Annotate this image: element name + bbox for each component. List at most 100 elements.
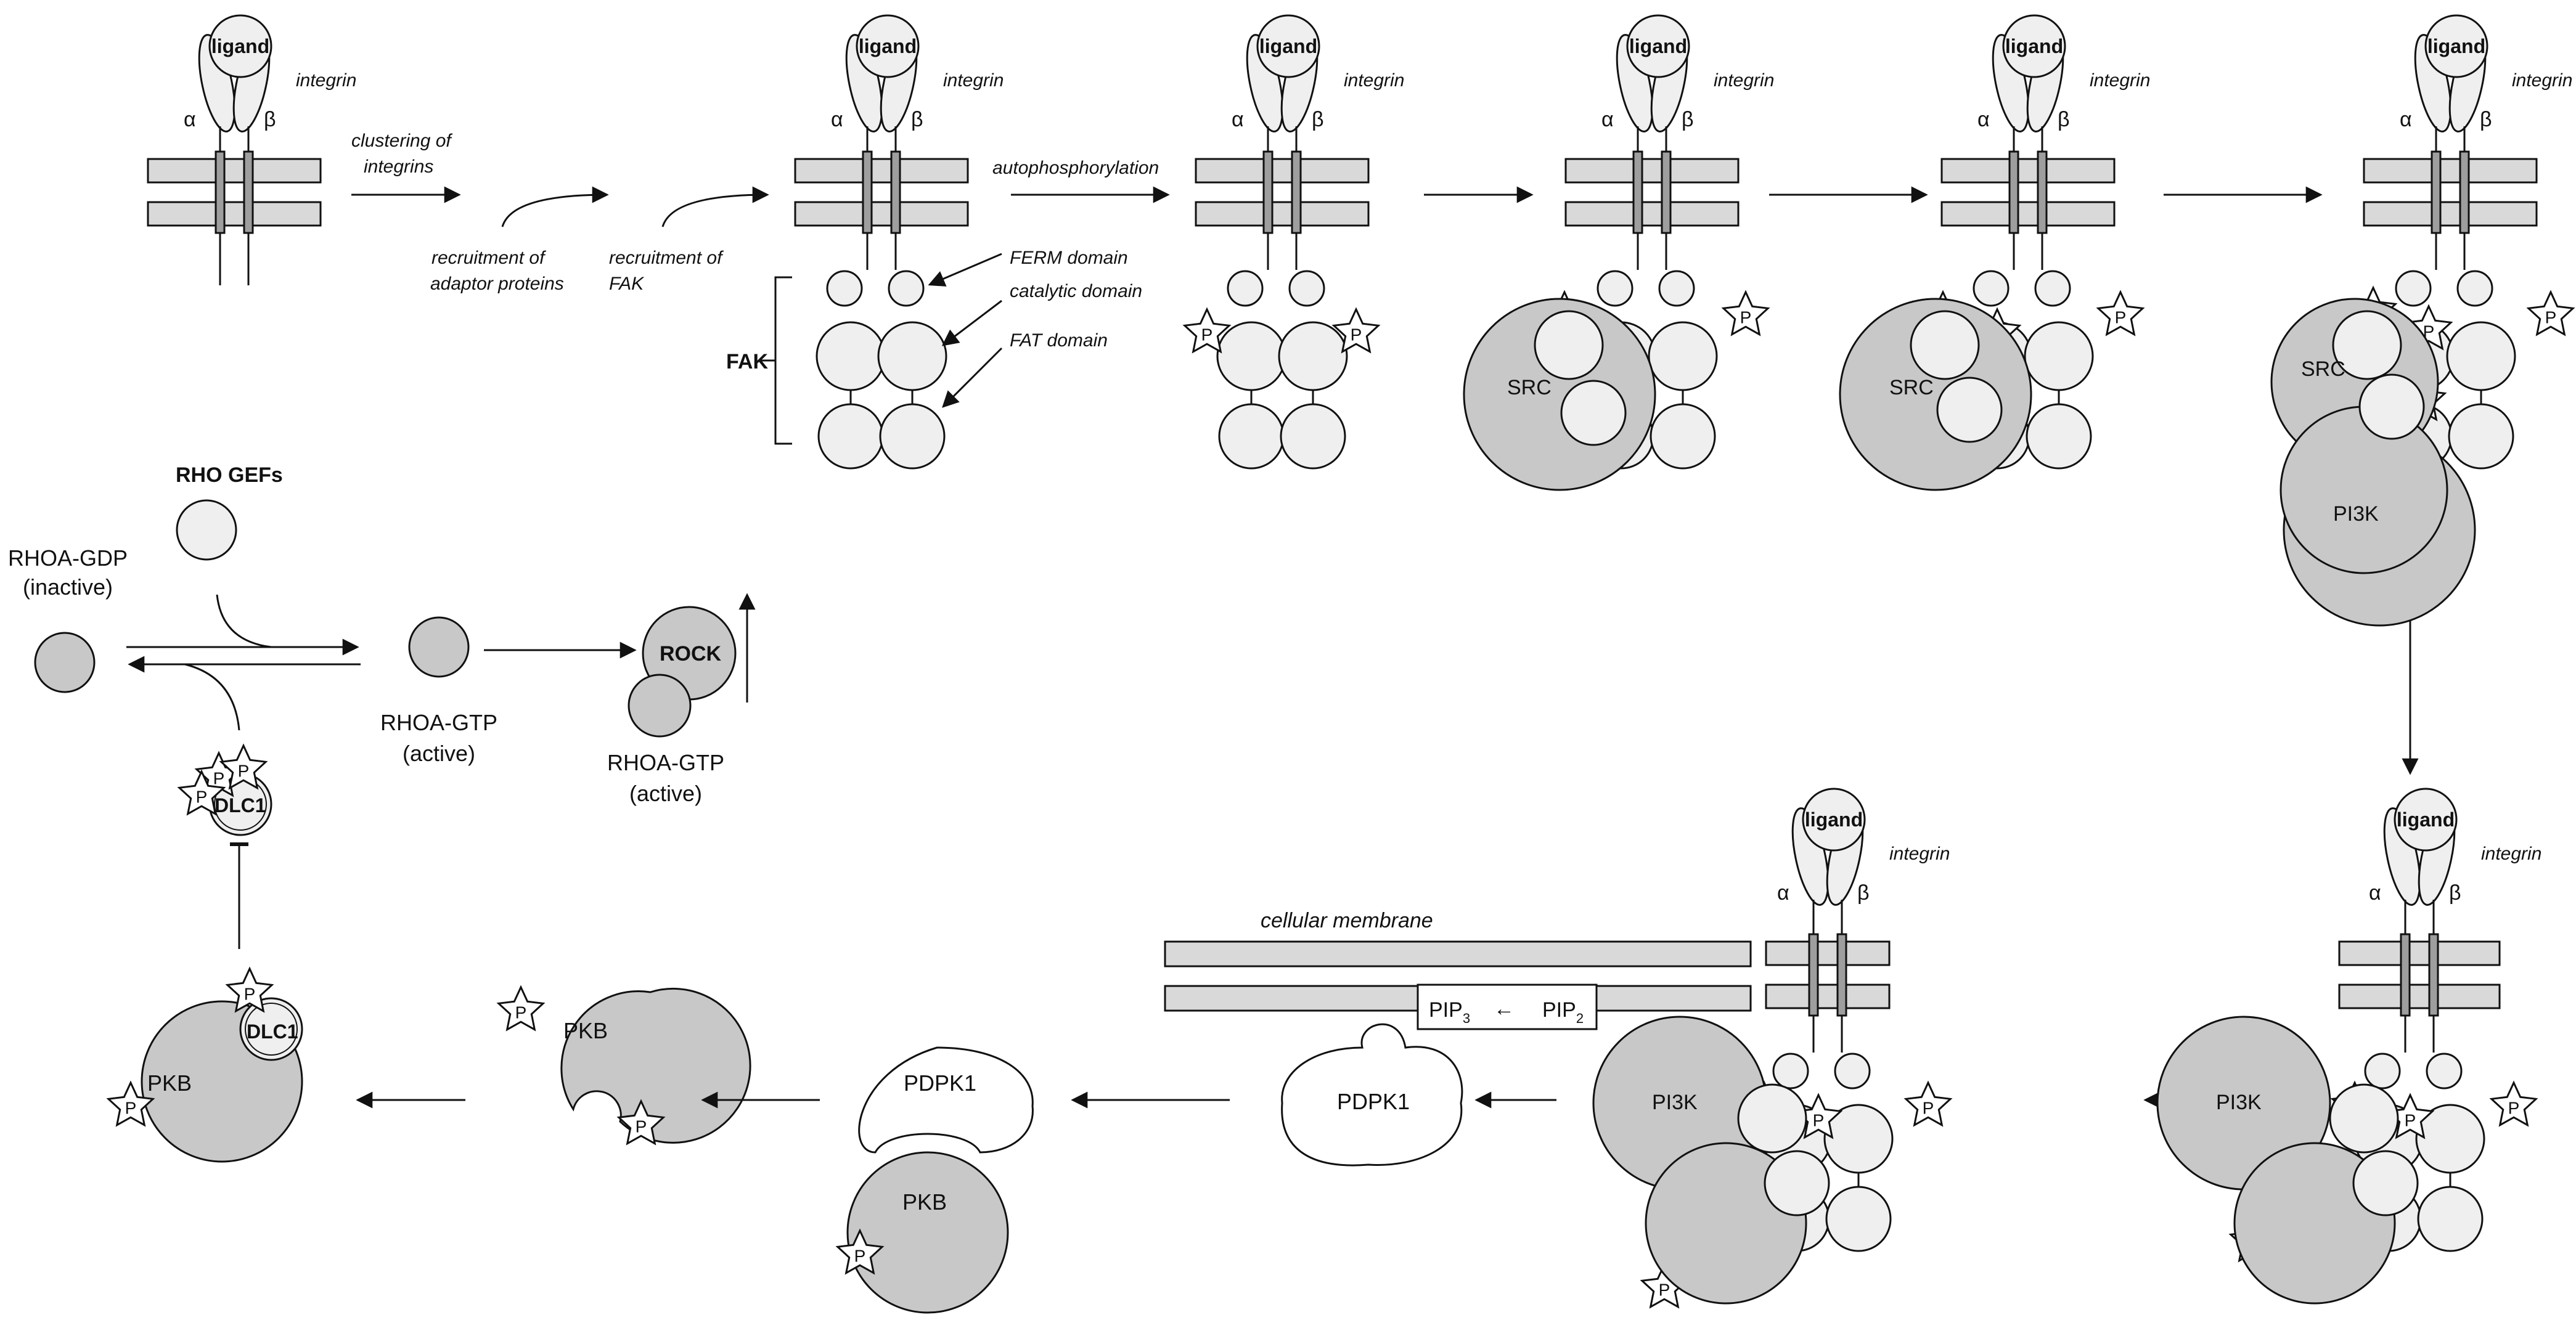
step-arrows <box>351 186 2419 775</box>
rhoa-gtp-label: RHOA-GTP <box>380 710 497 735</box>
phosphate-label: P <box>196 788 208 807</box>
integrin-label: integrin <box>296 70 356 91</box>
beta-label: β <box>264 108 276 131</box>
rhoa-gdp-state: (inactive) <box>23 574 113 600</box>
alpha-label: α <box>1777 881 1789 905</box>
phosphate-star: P <box>496 985 546 1032</box>
phosphate-label: P <box>515 1003 527 1022</box>
rhoa-gtp-state: (active) <box>403 741 475 766</box>
pkb-free-label: PKB <box>563 1018 608 1043</box>
receptor-clustering: ligand integrin α β <box>147 14 356 285</box>
step-clustering-line1: clustering of <box>351 131 452 151</box>
phosphate-star: P <box>2096 290 2145 336</box>
ligand-label: ligand <box>1259 35 1317 57</box>
rho-exchange-arrows <box>126 593 756 731</box>
pi3k-label: PI3K <box>1652 1091 1698 1114</box>
beta-label: β <box>2480 108 2492 131</box>
rock-rhoa-gtp-label: RHOA-GTP <box>607 750 724 775</box>
phosphate-star: P <box>616 1099 666 1146</box>
rock-complex <box>628 606 737 738</box>
phosphate-star: P <box>2526 290 2575 336</box>
integrin-label: integrin <box>2512 70 2572 91</box>
alpha-label: α <box>2400 108 2412 131</box>
ligand-label: ligand <box>2005 35 2063 57</box>
step-autophosphorylation: autophosphorylation <box>992 158 1159 178</box>
integrin-label: integrin <box>2481 844 2541 864</box>
alpha-label: α <box>184 108 196 131</box>
pi3k-label: PI3K <box>2333 502 2379 526</box>
phosphate-label: P <box>213 769 225 788</box>
phosphate-label: P <box>854 1247 866 1266</box>
alpha-label: α <box>1232 108 1244 131</box>
pip3-label: PIP3 <box>1429 998 1470 1026</box>
fat-domain-label: FAT domain <box>1010 330 1108 351</box>
pdpk1-membrane-label: PDPK1 <box>1337 1089 1410 1114</box>
phosphate-star: P <box>225 966 274 1013</box>
phosphate-label: P <box>1740 308 1752 327</box>
step-adaptor-line2: adaptor proteins <box>430 274 564 294</box>
pdpk1-membrane <box>1281 1023 1463 1167</box>
alpha-label: α <box>1977 108 1990 131</box>
ligand-label: ligand <box>211 35 269 57</box>
rock-label: ROCK <box>660 642 722 666</box>
src-label: SRC <box>2301 357 2345 381</box>
rock-rhoa-gtp-state: (active) <box>629 781 702 806</box>
phosphate-label: P <box>244 985 256 1004</box>
beta-label: β <box>2058 108 2070 131</box>
receptor-fak-recruited: ligand integrin α β <box>794 14 1004 470</box>
pkb-complex-label: PKB <box>902 1189 947 1215</box>
pkb-dlc1-complex <box>141 997 303 1163</box>
phosphate-label: P <box>2545 308 2557 327</box>
phosphate-star: P <box>106 1080 155 1127</box>
beta-label: β <box>1857 881 1870 905</box>
step-clustering-line2: integrins <box>364 157 433 177</box>
ligand-label: ligand <box>859 35 917 57</box>
phosphate-star: P <box>177 769 226 816</box>
rhoa-gtp-circle <box>408 616 470 678</box>
phosphate-star: P <box>1640 1262 1689 1309</box>
step-fak-line2: FAK <box>609 274 645 294</box>
pi3k-label: PI3K <box>2216 1091 2262 1114</box>
phosphate-label: P <box>1659 1281 1670 1300</box>
integrin-label: integrin <box>1889 844 1950 864</box>
phosphate-label: P <box>2405 1111 2416 1130</box>
phosphate-star: P <box>219 743 268 790</box>
beta-label: β <box>2449 881 2461 905</box>
pip-arrow: ← <box>1494 997 1515 1020</box>
phosphate-label: P <box>1201 325 1213 344</box>
catalytic-domain-label: catalytic domain <box>1010 281 1142 301</box>
phosphate-label: P <box>2423 322 2435 341</box>
dlc1-label: DLC1 <box>215 794 266 817</box>
phosphate-star: P <box>2489 1080 2538 1127</box>
step-fak-line1: recruitment of <box>609 248 724 268</box>
ligand-label: ligand <box>1805 809 1863 831</box>
beta-label: β <box>1312 108 1324 131</box>
alpha-label: α <box>831 108 843 131</box>
rhoa-gdp-circle <box>34 632 96 693</box>
fak-domain-annotations <box>759 253 1003 445</box>
pip2-label: PIP2 <box>1542 998 1584 1026</box>
phosphate-star: P <box>1182 307 1232 354</box>
phosphate-label: P <box>636 1117 647 1136</box>
ligand-label: ligand <box>1629 35 1687 57</box>
pdpk1-pkb-complex <box>846 1046 1034 1314</box>
phosphate-label: P <box>1351 325 1362 344</box>
phosphate-star: P <box>1721 290 1770 336</box>
phosphate-star: P <box>1331 307 1381 354</box>
membrane-label: cellular membrane <box>1261 909 1433 932</box>
pdpk1-complex-label: PDPK1 <box>904 1070 976 1096</box>
ligand-label: ligand <box>2397 809 2455 831</box>
integrin-label: integrin <box>943 70 1004 91</box>
ligand-label: ligand <box>2427 35 2485 57</box>
rho-gefs-label: RHO GEFs <box>176 463 283 487</box>
bottom-arrows <box>230 842 2302 1109</box>
beta-label: β <box>1682 108 1694 131</box>
beta-label: β <box>911 108 923 131</box>
integrin-label: integrin <box>1714 70 1774 91</box>
src-label: SRC <box>1507 376 1552 399</box>
alpha-label: α <box>2369 881 2381 905</box>
phosphate-label: P <box>1923 1099 1934 1118</box>
integrin-label: integrin <box>2090 70 2150 91</box>
